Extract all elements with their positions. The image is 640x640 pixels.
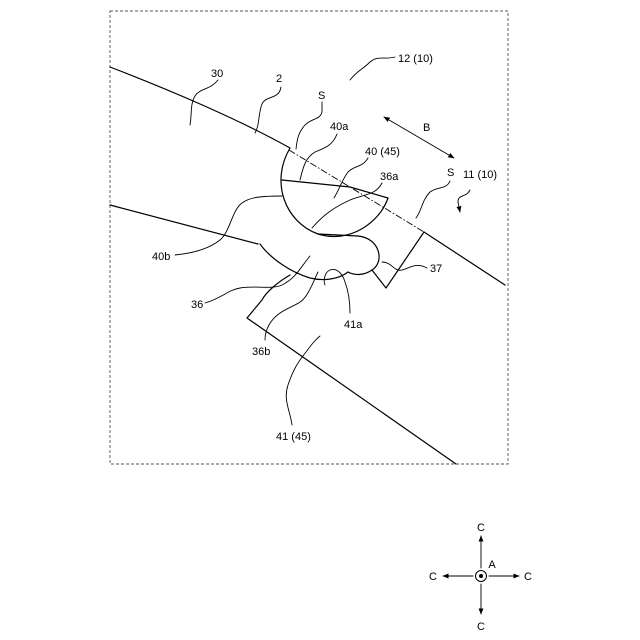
leader-2 — [255, 87, 281, 133]
leader-12 — [350, 57, 395, 80]
leader-40a — [300, 134, 337, 180]
label-40a: 40a — [330, 121, 349, 133]
axis-label-top: C — [477, 522, 485, 534]
leader-s2 — [416, 181, 450, 218]
label-30: 30 — [211, 68, 223, 80]
label-36a: 36a — [380, 171, 399, 183]
view-frame — [110, 11, 508, 464]
leader-30 — [190, 80, 218, 125]
leader-36b — [265, 272, 318, 340]
bracket-37 — [372, 232, 424, 288]
leader-40b — [175, 196, 282, 255]
axis-label-right: C — [524, 571, 532, 583]
label-12: 12 (10) — [398, 53, 433, 65]
label-2: 2 — [276, 73, 282, 85]
upper-member-edge — [110, 67, 290, 148]
label-40: 40 (45) — [365, 146, 400, 158]
right-member-edge — [424, 232, 505, 285]
label-36: 36 — [191, 299, 203, 311]
axis-label-center: A — [488, 559, 496, 571]
axis-indicator: C C C C A — [429, 522, 532, 633]
leader-41a — [324, 270, 350, 314]
hook-36-lower — [260, 244, 348, 280]
label-b: B — [423, 122, 430, 134]
label-41: 41 (45) — [276, 431, 311, 443]
axis-center-dot — [479, 574, 483, 578]
arrow-11 — [458, 190, 470, 212]
label-37: 37 — [430, 263, 442, 275]
label-40b: 40b — [152, 251, 170, 263]
leader-s1 — [296, 102, 322, 149]
section-line-s — [289, 150, 424, 232]
axis-label-bottom: C — [477, 621, 485, 633]
label-36b: 36b — [252, 346, 270, 358]
leader-40 — [334, 158, 368, 198]
axis-label-left: C — [429, 571, 437, 583]
label-11: 11 (10) — [463, 169, 497, 181]
label-s-top: S — [318, 90, 325, 102]
leader-36a — [312, 183, 382, 228]
body-40-inner-edge — [282, 180, 388, 198]
leader-36 — [205, 256, 310, 303]
label-41a: 41a — [344, 319, 363, 331]
leader-37 — [382, 262, 427, 270]
hook-36 — [318, 234, 379, 274]
label-s-right: S — [447, 167, 454, 179]
